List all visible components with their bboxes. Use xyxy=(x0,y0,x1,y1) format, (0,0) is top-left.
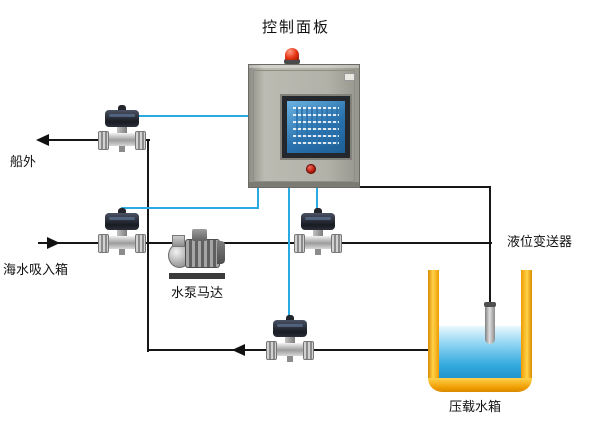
valve-body xyxy=(98,234,146,253)
signal-cable-valve-outlet xyxy=(288,188,290,317)
label-ballast-tank: 压载水箱 xyxy=(449,399,502,414)
valve-neck xyxy=(117,127,127,133)
valve-overboard xyxy=(98,105,146,153)
label-level-transmitter: 液位变送器 xyxy=(507,234,573,249)
cabinet-door xyxy=(253,70,355,182)
valve-sea-suction xyxy=(98,208,146,256)
valve-flange-left xyxy=(98,234,109,253)
valve-knob xyxy=(118,105,126,112)
pump-base xyxy=(169,273,225,279)
flow-arrow-overboard-icon xyxy=(36,134,49,146)
tank-bottom xyxy=(428,378,532,392)
level-transmitter-line-vertical xyxy=(489,186,491,310)
valve-flange-left xyxy=(294,234,305,253)
level-transmitter-sensor xyxy=(484,302,496,344)
valve-neck xyxy=(285,337,295,343)
pump-terminal-box xyxy=(192,229,207,241)
valve-neck xyxy=(313,230,323,236)
beacon-light-icon xyxy=(285,48,299,60)
valve-knob xyxy=(314,208,322,215)
tank-wall-right xyxy=(521,270,532,380)
valve-flange-left xyxy=(98,131,109,150)
signal-cable-valve-overboard xyxy=(130,115,248,117)
valve-body xyxy=(98,131,146,150)
valve-stub xyxy=(287,356,293,362)
pipe-riser xyxy=(147,139,149,352)
label-control-panel: 控制面板 xyxy=(262,19,331,36)
screen-bezel xyxy=(280,94,352,160)
valve-body xyxy=(266,341,314,360)
panel-red-button xyxy=(306,164,316,174)
label-pump-motor: 水泵马达 xyxy=(171,285,224,300)
valve-stub xyxy=(119,146,125,152)
tank-water xyxy=(439,326,521,378)
pipe-main-suction xyxy=(38,242,492,244)
valve-flange-right xyxy=(135,234,146,253)
label-sea-suction-box: 海水吸入箱 xyxy=(3,262,69,277)
valve-actuator xyxy=(105,110,139,127)
tank-wall-left xyxy=(428,270,439,380)
cabinet-plinth xyxy=(249,182,359,187)
cabinet-top-edge xyxy=(249,65,359,68)
pump-motor-endcap xyxy=(217,241,225,264)
signal-cable-valve-inlet xyxy=(316,188,318,210)
panel-screen xyxy=(287,101,345,153)
level-transmitter-line-horizontal xyxy=(358,186,491,188)
signal-cable-valve-suction-run xyxy=(121,207,259,209)
pump-inlet xyxy=(172,235,185,247)
valve-tank-outlet xyxy=(266,315,314,363)
valve-tank-inlet xyxy=(294,208,342,256)
flow-arrow-suction-icon xyxy=(47,237,60,249)
valve-knob xyxy=(118,208,126,215)
valve-flange-left xyxy=(266,341,277,360)
valve-actuator xyxy=(105,213,139,230)
valve-actuator xyxy=(273,320,307,337)
valve-stub xyxy=(315,249,321,255)
pump-motor-unit xyxy=(168,226,226,282)
valve-neck xyxy=(117,230,127,236)
control-panel-cabinet xyxy=(248,64,360,188)
valve-stub xyxy=(119,249,125,255)
valve-flange-right xyxy=(303,341,314,360)
cabinet-name-plate xyxy=(344,73,355,81)
pump-motor-body xyxy=(185,239,220,268)
flow-arrow-return-icon xyxy=(232,344,245,356)
valve-knob xyxy=(286,315,294,322)
valve-flange-right xyxy=(331,234,342,253)
pipe-overboard xyxy=(38,139,150,141)
label-overboard: 船外 xyxy=(10,154,37,169)
valve-body xyxy=(294,234,342,253)
beacon-base xyxy=(284,59,300,64)
valve-actuator xyxy=(301,213,335,230)
valve-flange-right xyxy=(135,131,146,150)
signal-cable-valve-suction-drop xyxy=(257,188,259,209)
